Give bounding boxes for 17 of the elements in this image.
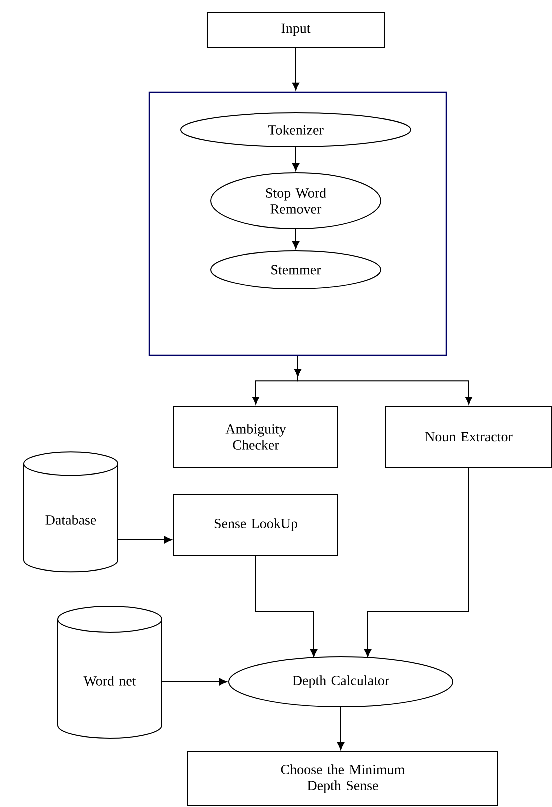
arrow bbox=[364, 468, 470, 658]
arrow bbox=[292, 48, 300, 91]
process-box: Choose the Minimum Depth Sense bbox=[188, 752, 498, 806]
arrow bbox=[294, 356, 473, 405]
process-box: Noun Extractor bbox=[386, 406, 552, 468]
database-cylinder: Database bbox=[24, 452, 118, 573]
process-box: Input bbox=[207, 12, 385, 48]
arrow bbox=[292, 147, 300, 172]
database-cylinder: Word net bbox=[58, 606, 162, 739]
arrow bbox=[118, 536, 172, 544]
process-box: Ambiguity Checker bbox=[174, 406, 338, 468]
arrow bbox=[292, 229, 300, 250]
arrow bbox=[162, 678, 228, 686]
arrow bbox=[337, 707, 345, 750]
process-box: Sense LookUp bbox=[174, 494, 338, 556]
arrow bbox=[256, 556, 318, 658]
group-box bbox=[148, 92, 448, 356]
